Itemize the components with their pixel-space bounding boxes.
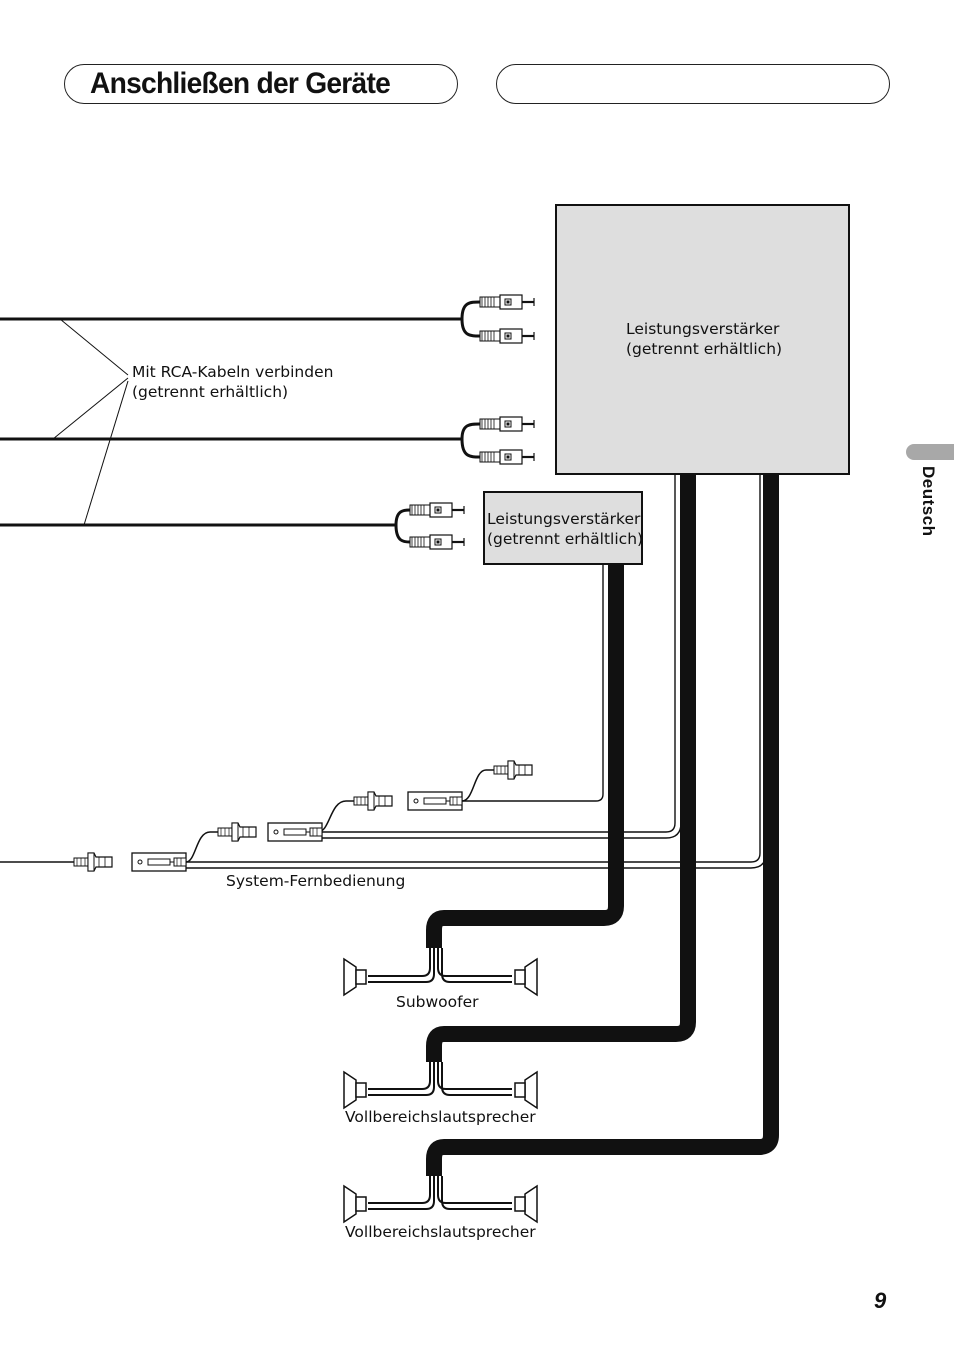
rca-cable-note: Mit RCA-Kabeln verbinden (getrennt erhäl… (132, 362, 333, 402)
subwoofer-label: Subwoofer (396, 993, 479, 1011)
amplifier-small-label-line2: (getrennt erhältlich) (487, 530, 644, 548)
rca-cable-note-line2: (getrennt erhältlich) (132, 383, 289, 401)
power-amplifier-large (555, 204, 850, 475)
speaker-group-fullrange-1 (343, 1062, 538, 1109)
amplifier-large-label-line1: Leistungsverstärker (626, 320, 780, 338)
amplifier-small-label: Leistungsverstärker (getrennt erhältlich… (487, 509, 643, 549)
page-title: Anschließen der Geräte (90, 67, 391, 100)
amplifier-large-label: Leistungsverstärker (getrennt erhältlich… (626, 319, 782, 359)
speaker-group-fullrange-2 (343, 1176, 538, 1223)
amplifier-small-label-line1: Leistungsverstärker (487, 510, 641, 528)
fullrange-speaker-label-1: Vollbereichslautsprecher (345, 1108, 536, 1126)
header-blank-frame (496, 64, 890, 104)
title-frame (64, 64, 458, 104)
power-amplifier-small (483, 491, 643, 565)
page-number: 9 (874, 1288, 887, 1313)
rca-cable-note-line1: Mit RCA-Kabeln verbinden (132, 363, 334, 381)
speaker-group-subwoofer (343, 948, 538, 996)
fullrange-speaker-label-2: Vollbereichslautsprecher (345, 1223, 536, 1241)
system-remote-label: System-Fernbedienung (226, 872, 406, 890)
language-tab-label: Deutsch (919, 466, 938, 537)
language-tab-marker (906, 444, 954, 460)
amplifier-large-label-line2: (getrennt erhältlich) (626, 340, 783, 358)
